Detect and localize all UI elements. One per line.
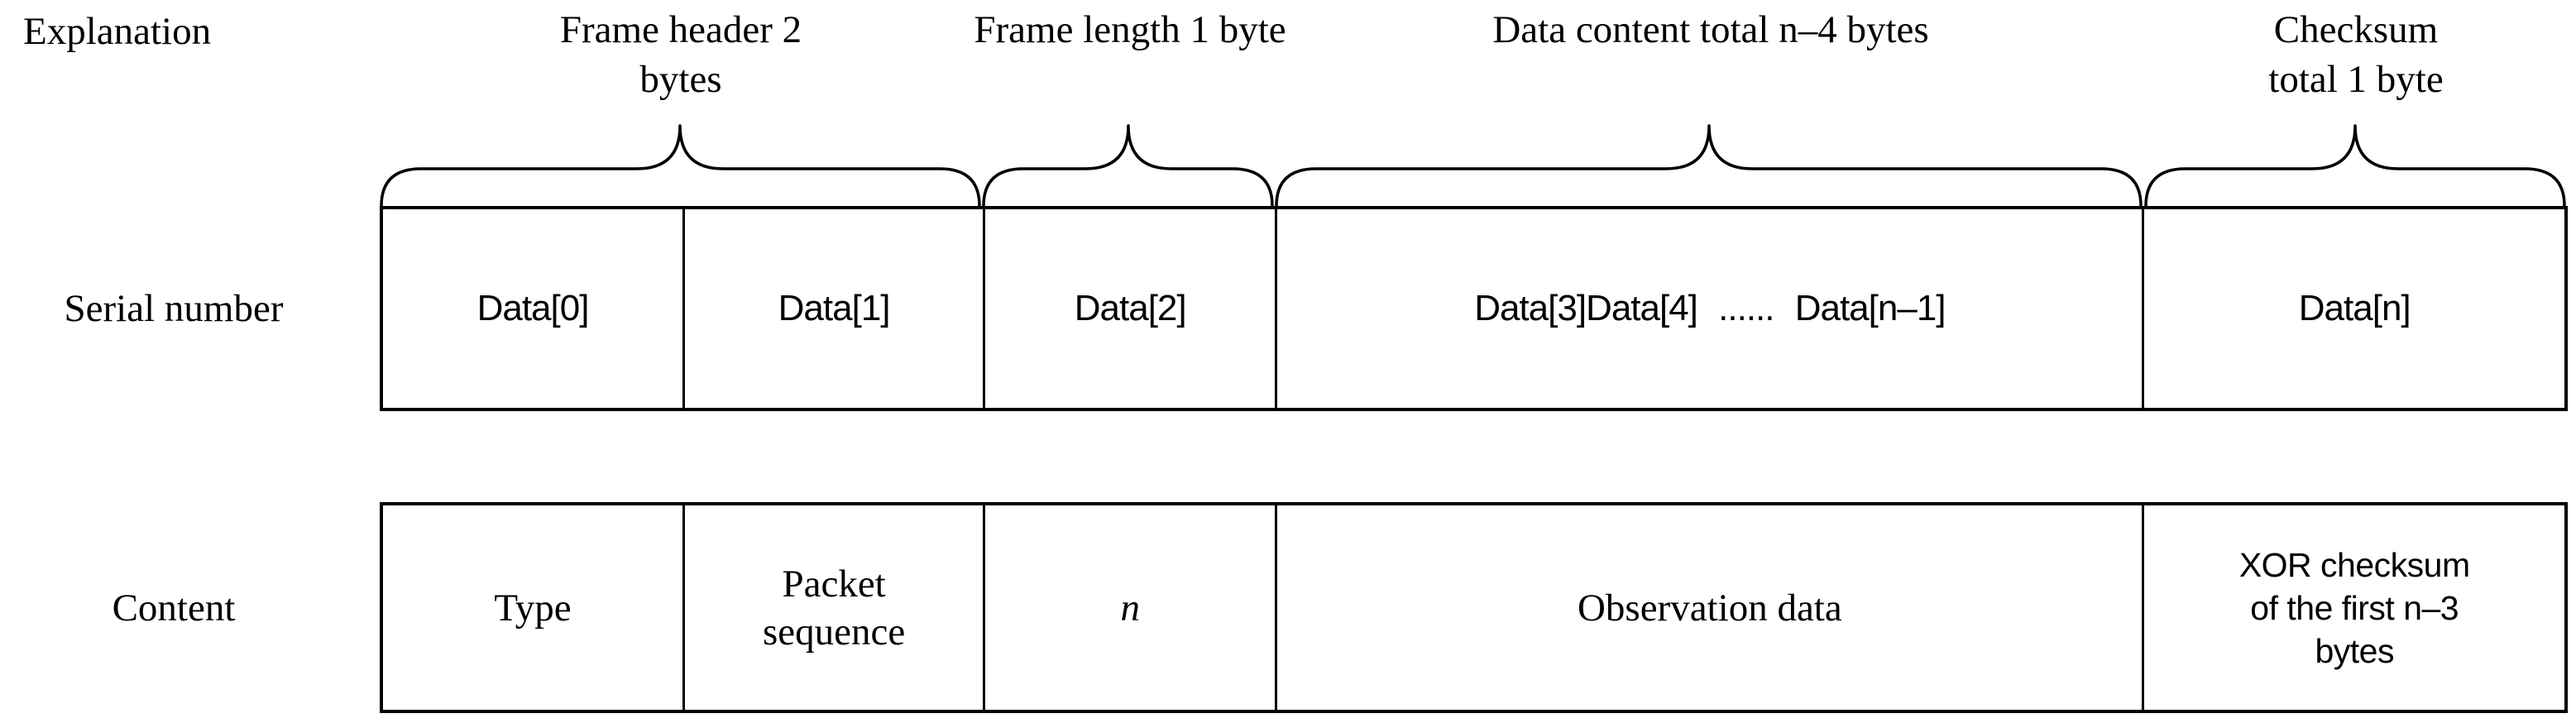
content-cell-observation-data: Observation data xyxy=(1275,505,2142,710)
serial-cell-data1: Data[1] xyxy=(682,209,983,408)
checksum-label: Checksum total 1 byte xyxy=(2268,8,2444,101)
content-row: Type Packet sequence n Observation data … xyxy=(380,502,2568,713)
serial-cell-data0: Data[0] xyxy=(476,288,590,328)
checksum-brace-icon xyxy=(2144,124,2566,208)
serial-cell-data3-to-n-1: Data[3]Data[4] ...... Data[n–1] xyxy=(1275,209,2142,408)
serial-cell-datan: Data[n] xyxy=(2142,209,2564,408)
serial-number-label: Serial number xyxy=(64,287,284,330)
frame-length-label: Frame length 1 byte xyxy=(974,8,1286,51)
data-content-brace-icon xyxy=(1275,124,2143,208)
data-content-label: Data content total n–4 bytes xyxy=(1492,8,1929,51)
serial-cell-data2: Data[2] xyxy=(983,209,1275,408)
frame-length-brace-icon xyxy=(982,124,1274,208)
frame-header-label: Frame header 2 bytes xyxy=(559,8,802,101)
content-cell-packet-sequence: Packet sequence xyxy=(682,505,983,710)
content-label: Content xyxy=(112,586,236,630)
content-cell-type: Type xyxy=(494,586,572,630)
content-cell-n: n xyxy=(983,505,1275,710)
explanation-label: Explanation xyxy=(23,10,212,53)
frame-header-brace-icon xyxy=(380,124,981,208)
serial-number-row: Data[0] Data[1] Data[2] Data[3]Data[4] .… xyxy=(380,206,2568,411)
content-cell-xor-checksum: XOR checksum of the first n–3 bytes xyxy=(2142,505,2564,710)
